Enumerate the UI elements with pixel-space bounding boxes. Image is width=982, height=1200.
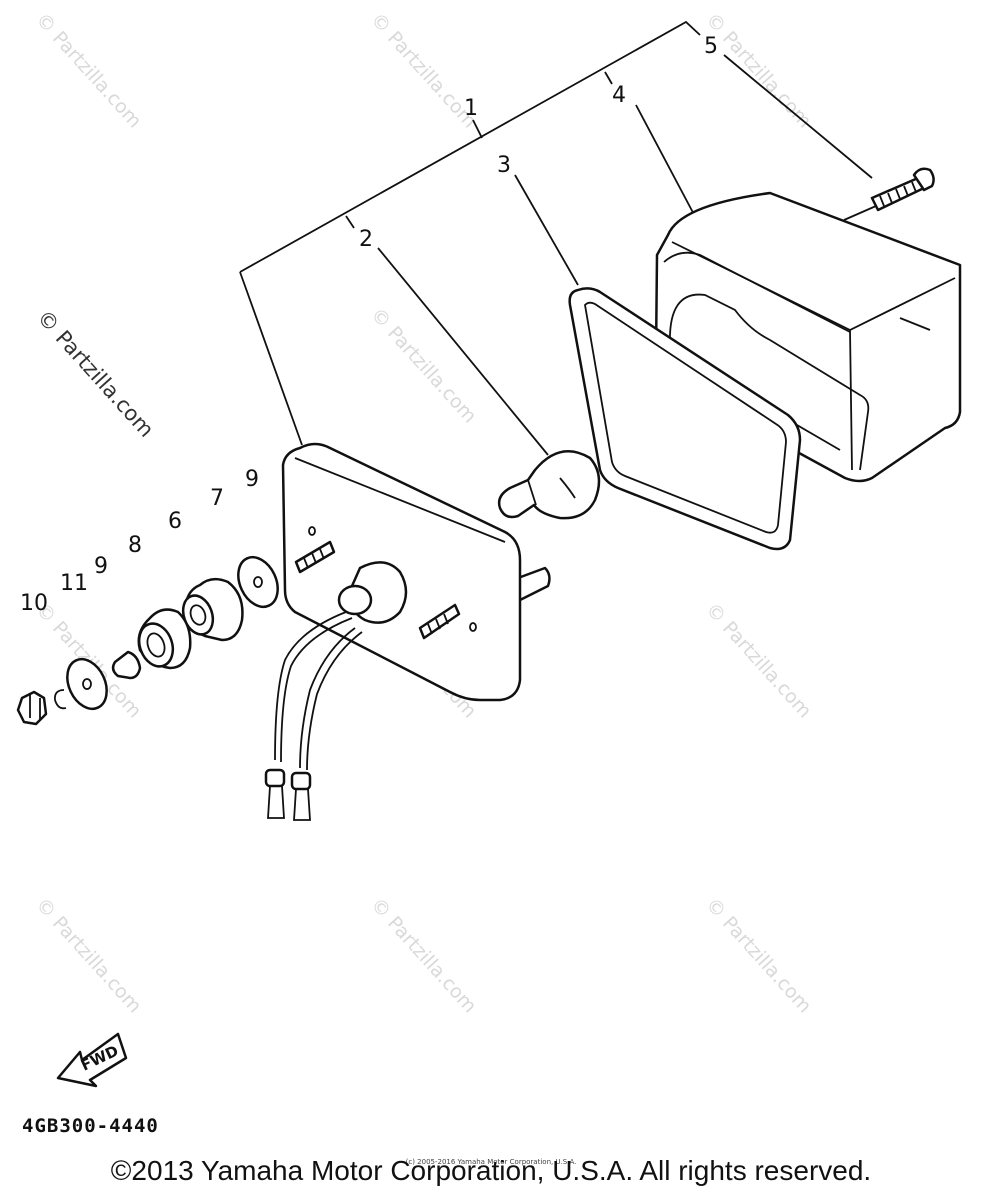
screw (870, 167, 935, 212)
callout-4: 4 (612, 83, 626, 108)
watermark: © Partzilla.com (701, 599, 815, 723)
fwd-arrow-icon: FWD (56, 1032, 128, 1088)
callout-2: 2 (359, 227, 373, 252)
watermark: © Partzilla.com (366, 304, 480, 428)
tick-2 (345, 215, 355, 229)
copyright-notice: ©2013 Yamaha Motor Corporation, U.S.A. A… (110, 1155, 872, 1186)
callouts: 5 4 1 3 2 9 7 6 8 9 11 10 (20, 34, 718, 616)
nut-10 (16, 690, 48, 726)
clip-11 (54, 689, 67, 710)
callout-10: 10 (20, 591, 48, 616)
callout-6: 6 (168, 509, 182, 534)
wire-terminal-2 (290, 771, 312, 791)
gasket (568, 287, 802, 551)
callout-1: 1 (464, 96, 478, 121)
watermark-dark: © Partzilla.com (32, 305, 158, 441)
document-code: 4GB300-4440 (22, 1115, 159, 1137)
watermark: © Partzilla.com (701, 894, 815, 1018)
lead-bulb (377, 247, 549, 456)
callout-7: 7 (210, 486, 224, 511)
lead-3 (514, 174, 579, 286)
lead-4 (635, 104, 699, 223)
callout-5: 5 (704, 34, 718, 59)
watermark: © Partzilla.com (31, 9, 145, 133)
tick-4 (604, 71, 613, 85)
lamp-base (281, 442, 551, 702)
collar-8 (111, 650, 142, 680)
leader-lines (239, 20, 877, 456)
washer-9-right (237, 555, 279, 609)
callout-3: 3 (497, 153, 511, 178)
fine-print: (c) 2005-2016 Yamaha Motor Corporation, … (405, 1158, 577, 1166)
wire-terminal-1 (264, 768, 286, 788)
tick-1 (472, 119, 483, 139)
hardware-stack (16, 555, 279, 726)
watermark: © Partzilla.com (701, 9, 815, 133)
lead-2 (239, 271, 303, 446)
watermark: © Partzilla.com (31, 894, 145, 1018)
washer-9-left (66, 657, 108, 711)
bracket-1 (239, 20, 701, 273)
bulb (497, 450, 601, 520)
callout-11: 11 (60, 571, 88, 596)
wires (264, 611, 363, 821)
callout-8: 8 (128, 533, 142, 558)
callout-9: 9 (245, 467, 259, 492)
lead-5b (843, 205, 877, 221)
callout-9: 9 (94, 554, 108, 579)
watermark: © Partzilla.com (366, 894, 480, 1018)
lead-5 (723, 54, 873, 179)
